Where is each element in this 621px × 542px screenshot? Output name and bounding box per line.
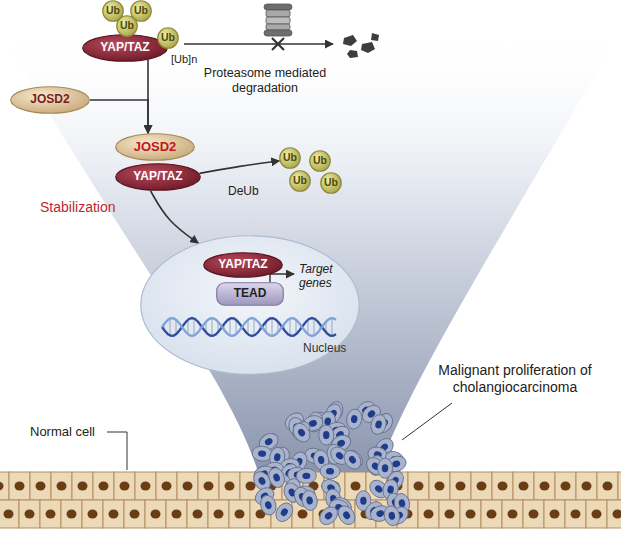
node-label: Ub: [106, 5, 120, 17]
flow-arrow: [90, 100, 148, 133]
process-label: Proteasome mediated degradation: [195, 66, 335, 96]
ubiquitin-ball: Ub: [279, 147, 301, 169]
node-label: JOSD2: [30, 93, 69, 106]
enzyme-ellipse: JOSD2: [115, 133, 195, 161]
node-label: JOSD2: [134, 140, 177, 154]
nucleus-ellipse: Nucleus YAP/TAZ TEAD: [140, 235, 360, 375]
ubiquitin-ball: Ub: [157, 27, 179, 49]
dna-helix: [162, 318, 336, 336]
factor-box: TEAD: [216, 282, 284, 306]
node-label: Ub: [120, 20, 134, 32]
block-cross: [272, 38, 284, 50]
cell-label: Normal cell: [30, 424, 95, 440]
process-label: Stabilization: [40, 199, 116, 216]
flow-arrow: [151, 191, 199, 243]
node-label: Ub: [161, 32, 175, 44]
enzyme-ellipse: JOSD2: [10, 86, 90, 114]
node-label: Nucleus: [303, 342, 346, 355]
node-label: YAP/TAZ: [133, 170, 182, 183]
node-label: Ub: [324, 177, 338, 189]
peptide-fragments: [343, 33, 379, 58]
node-label: Ub: [293, 175, 307, 187]
leader-line: [107, 432, 127, 470]
ubiquitin-ball: Ub: [116, 15, 138, 37]
ubiquitin-ball: Ub: [289, 170, 311, 192]
flow-arrow: [200, 161, 280, 174]
ubiquitin-ball: Ub: [309, 150, 331, 172]
node-label: TEAD: [234, 287, 267, 300]
chain-label: [Ub]n: [171, 53, 197, 66]
proteasome-icon: [264, 4, 292, 36]
node-label: Ub: [134, 5, 148, 17]
protein-ellipse: YAP/TAZ: [82, 34, 168, 62]
node-label: YAP/TAZ: [218, 258, 267, 271]
tumor-cluster: [250, 398, 411, 528]
process-label: DeUb: [228, 184, 259, 198]
transcription-arrow: [270, 274, 294, 282]
protein-ellipse: YAP/TAZ: [115, 163, 201, 191]
gene-label: Target genes: [299, 262, 349, 291]
node-label: Ub: [283, 152, 297, 164]
node-label: YAP/TAZ: [100, 41, 149, 54]
node-label: Ub: [313, 155, 327, 167]
funnel: [0, 30, 621, 472]
leader-line: [402, 403, 452, 440]
tumor-label: Malignant proliferation of cholangiocarc…: [420, 362, 610, 396]
ubiquitin-ball: Ub: [320, 172, 342, 194]
protein-ellipse: YAP/TAZ: [203, 252, 283, 278]
degradation-arrow: [184, 43, 333, 45]
